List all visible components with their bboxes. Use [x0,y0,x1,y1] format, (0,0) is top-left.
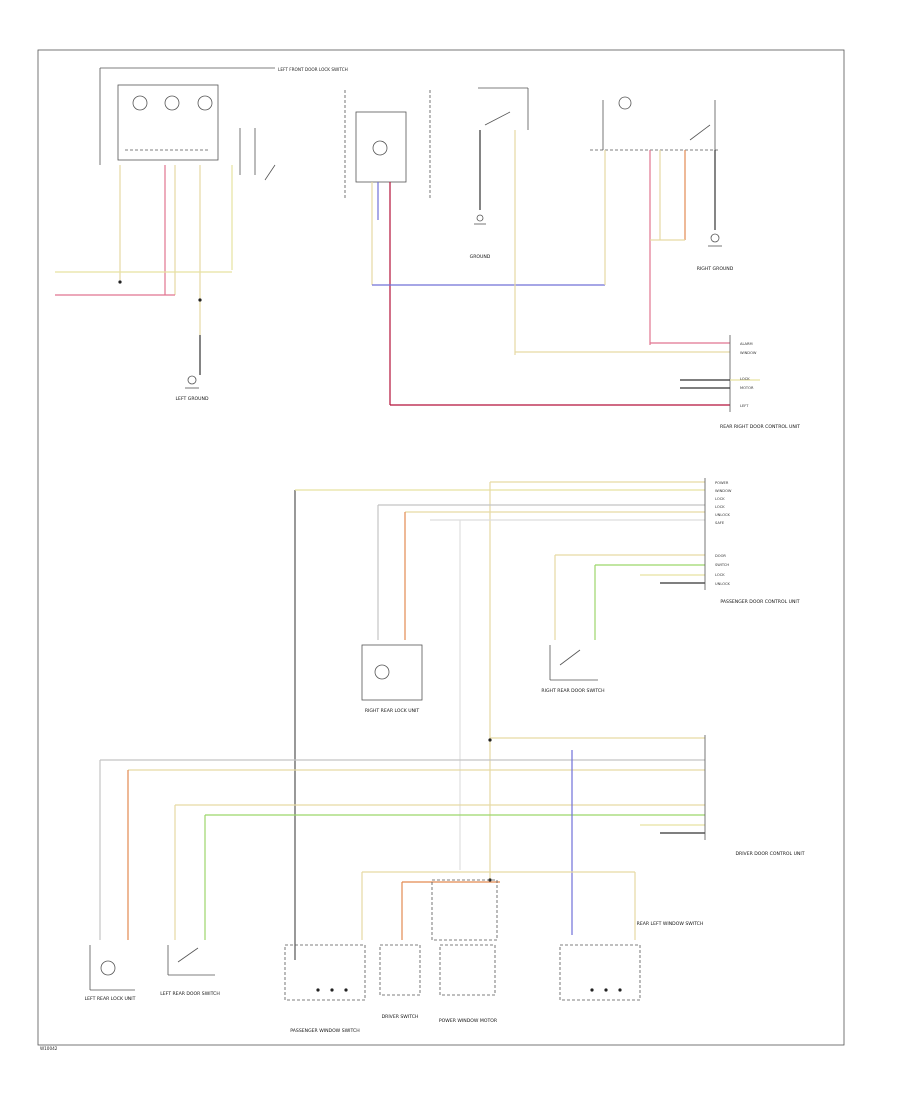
ground-right-symbol [708,233,722,247]
section-b-pin-3: UNLOCK [715,582,731,586]
rear-right-lock-actuator [590,96,720,151]
driver-door-control-label: DRIVER DOOR CONTROL UNIT [735,851,804,857]
top-right-pin-2: LOCK [740,377,750,381]
ground-left-symbol [185,375,199,389]
front-left-switch-label: LEFT FRONT DOOR LOCK SWITCH [278,67,348,72]
top-right-pin-4: LEFT [740,404,749,408]
section-a-pin-2: LOCK [715,497,725,501]
top-right-pin-3: MOTOR [740,386,754,390]
rear-left-window-switch [559,944,641,1001]
right-rear-lock-unit [361,644,423,701]
section-a-pin-4: UNLOCK [715,513,731,517]
section-a-pin-0: POWER [715,481,729,485]
window-motor-label: POWER WINDOW MOTOR [439,1018,498,1024]
ground-right-label: RIGHT GROUND [697,266,734,272]
ground-mid-label: GROUND [470,254,491,260]
left-rear-door-switch [167,945,215,976]
ground-left-label: LEFT GROUND [176,396,209,402]
left-rear-motor-label: LEFT REAR LOCK UNIT [85,996,136,1002]
right-rear-door-switch [549,645,598,681]
rear-right-relay [344,90,431,200]
top-right-pin-0: ALARM [740,342,753,346]
front-left-door-switch [99,67,276,181]
section-a-pin-5: SAFE [715,521,725,525]
right-rear-motor-label: RIGHT REAR LOCK UNIT [365,708,420,714]
driver-switch-label: DRIVER SWITCH [382,1014,419,1020]
section-b-pin-0: DOOR [715,554,726,558]
driver-switch-box [379,944,421,996]
power-window-motor [431,879,498,996]
left-rear-lock-unit [89,945,135,991]
middle-switch [478,87,529,130]
right-rear-switch-label: RIGHT REAR DOOR SWITCH [541,688,604,694]
passenger-window-switch [284,944,366,1001]
passenger-window-switch-label: PASSENGER WINDOW SWITCH [290,1028,359,1034]
section-b-pin-1: SWITCH [715,563,729,567]
top-right-pin-1: WINDOW [740,351,757,355]
diagram-footer-code: W10042 [40,1046,58,1051]
rear-left-window-switch-label: REAR LEFT WINDOW SWITCH [637,921,704,927]
ground-mid-symbol [474,214,486,225]
rear-right-module-label: REAR RIGHT DOOR CONTROL UNIT [720,424,800,430]
left-rear-switch-label: LEFT REAR DOOR SWITCH [160,991,220,997]
diagram-frame [37,49,845,1046]
section-a-pin-3: LOCK [715,505,725,509]
section-a-pin-1: WINDOW [715,489,732,493]
section-b-pin-2: LOCK [715,573,725,577]
rear-right-module-connector [680,335,760,412]
passenger-door-control-label: PASSENGER DOOR CONTROL UNIT [720,599,799,605]
